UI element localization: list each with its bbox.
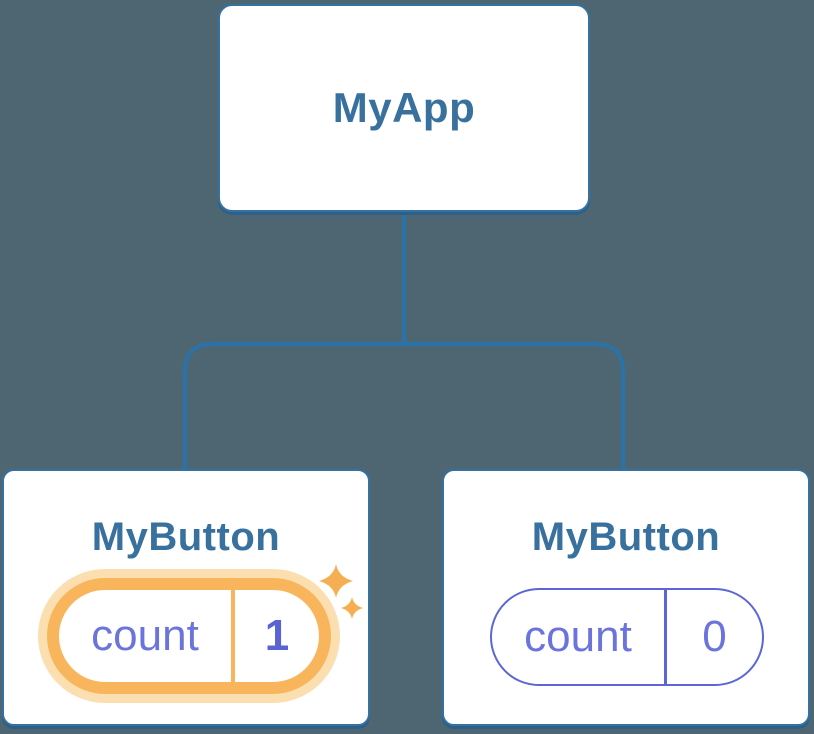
root-node-label: MyApp [332, 84, 476, 131]
state-pill-divider [231, 590, 235, 682]
state-pill-divider [664, 590, 667, 684]
component-node-button-2: MyButton count 0 [442, 469, 810, 726]
child-node-label: MyButton [91, 515, 281, 559]
sparkle-icon [319, 564, 363, 619]
component-node-button-1: MyButton count 1 [2, 469, 370, 726]
state-value: 0 [702, 612, 727, 661]
child-node-label: MyButton [531, 515, 721, 559]
state-pill-highlighted: count 1 [47, 564, 363, 694]
state-key-label: count [524, 612, 632, 661]
component-node-root: MyApp [218, 4, 590, 212]
state-value: 1 [264, 611, 290, 660]
state-key-label: count [91, 611, 199, 660]
state-pill: count 0 [490, 588, 764, 686]
